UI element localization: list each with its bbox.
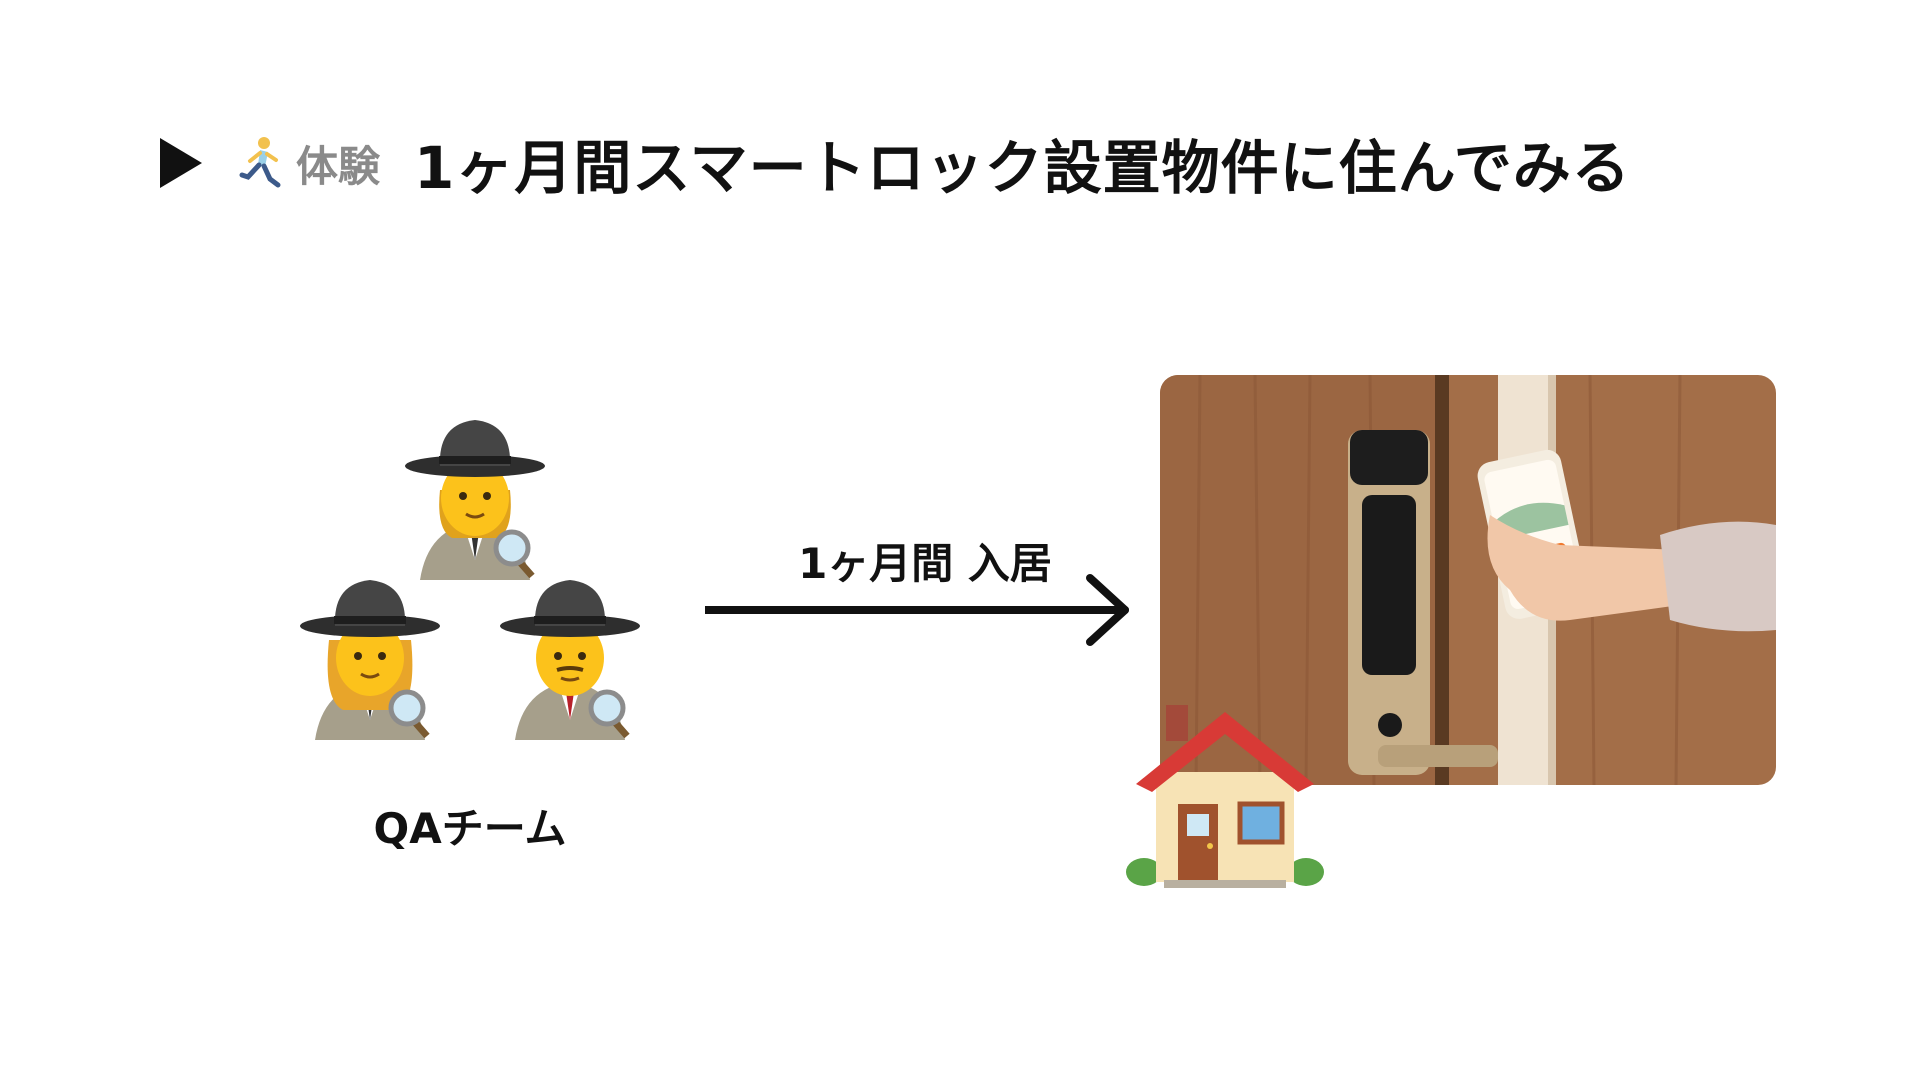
detective-icon — [405, 420, 545, 580]
arrow-label: 1ヶ月間 入居 — [798, 539, 1052, 588]
right-arrow-icon — [705, 574, 1129, 646]
house-icon — [1126, 705, 1324, 888]
slide-header: 体験 1ヶ月間スマートロック設置物件に住んでみる — [160, 118, 1631, 208]
smart-lock-photo — [1160, 375, 1776, 785]
team-label: QAチーム — [373, 804, 567, 853]
page-title: 1ヶ月間スマートロック設置物件に住んでみる — [414, 134, 1631, 202]
detective-icon — [300, 580, 440, 740]
detective-icon — [500, 580, 640, 740]
running-person-icon — [239, 137, 281, 188]
category-label: 体験 — [296, 141, 381, 191]
play-triangle-icon — [160, 138, 202, 188]
qa-team-group — [295, 410, 655, 760]
